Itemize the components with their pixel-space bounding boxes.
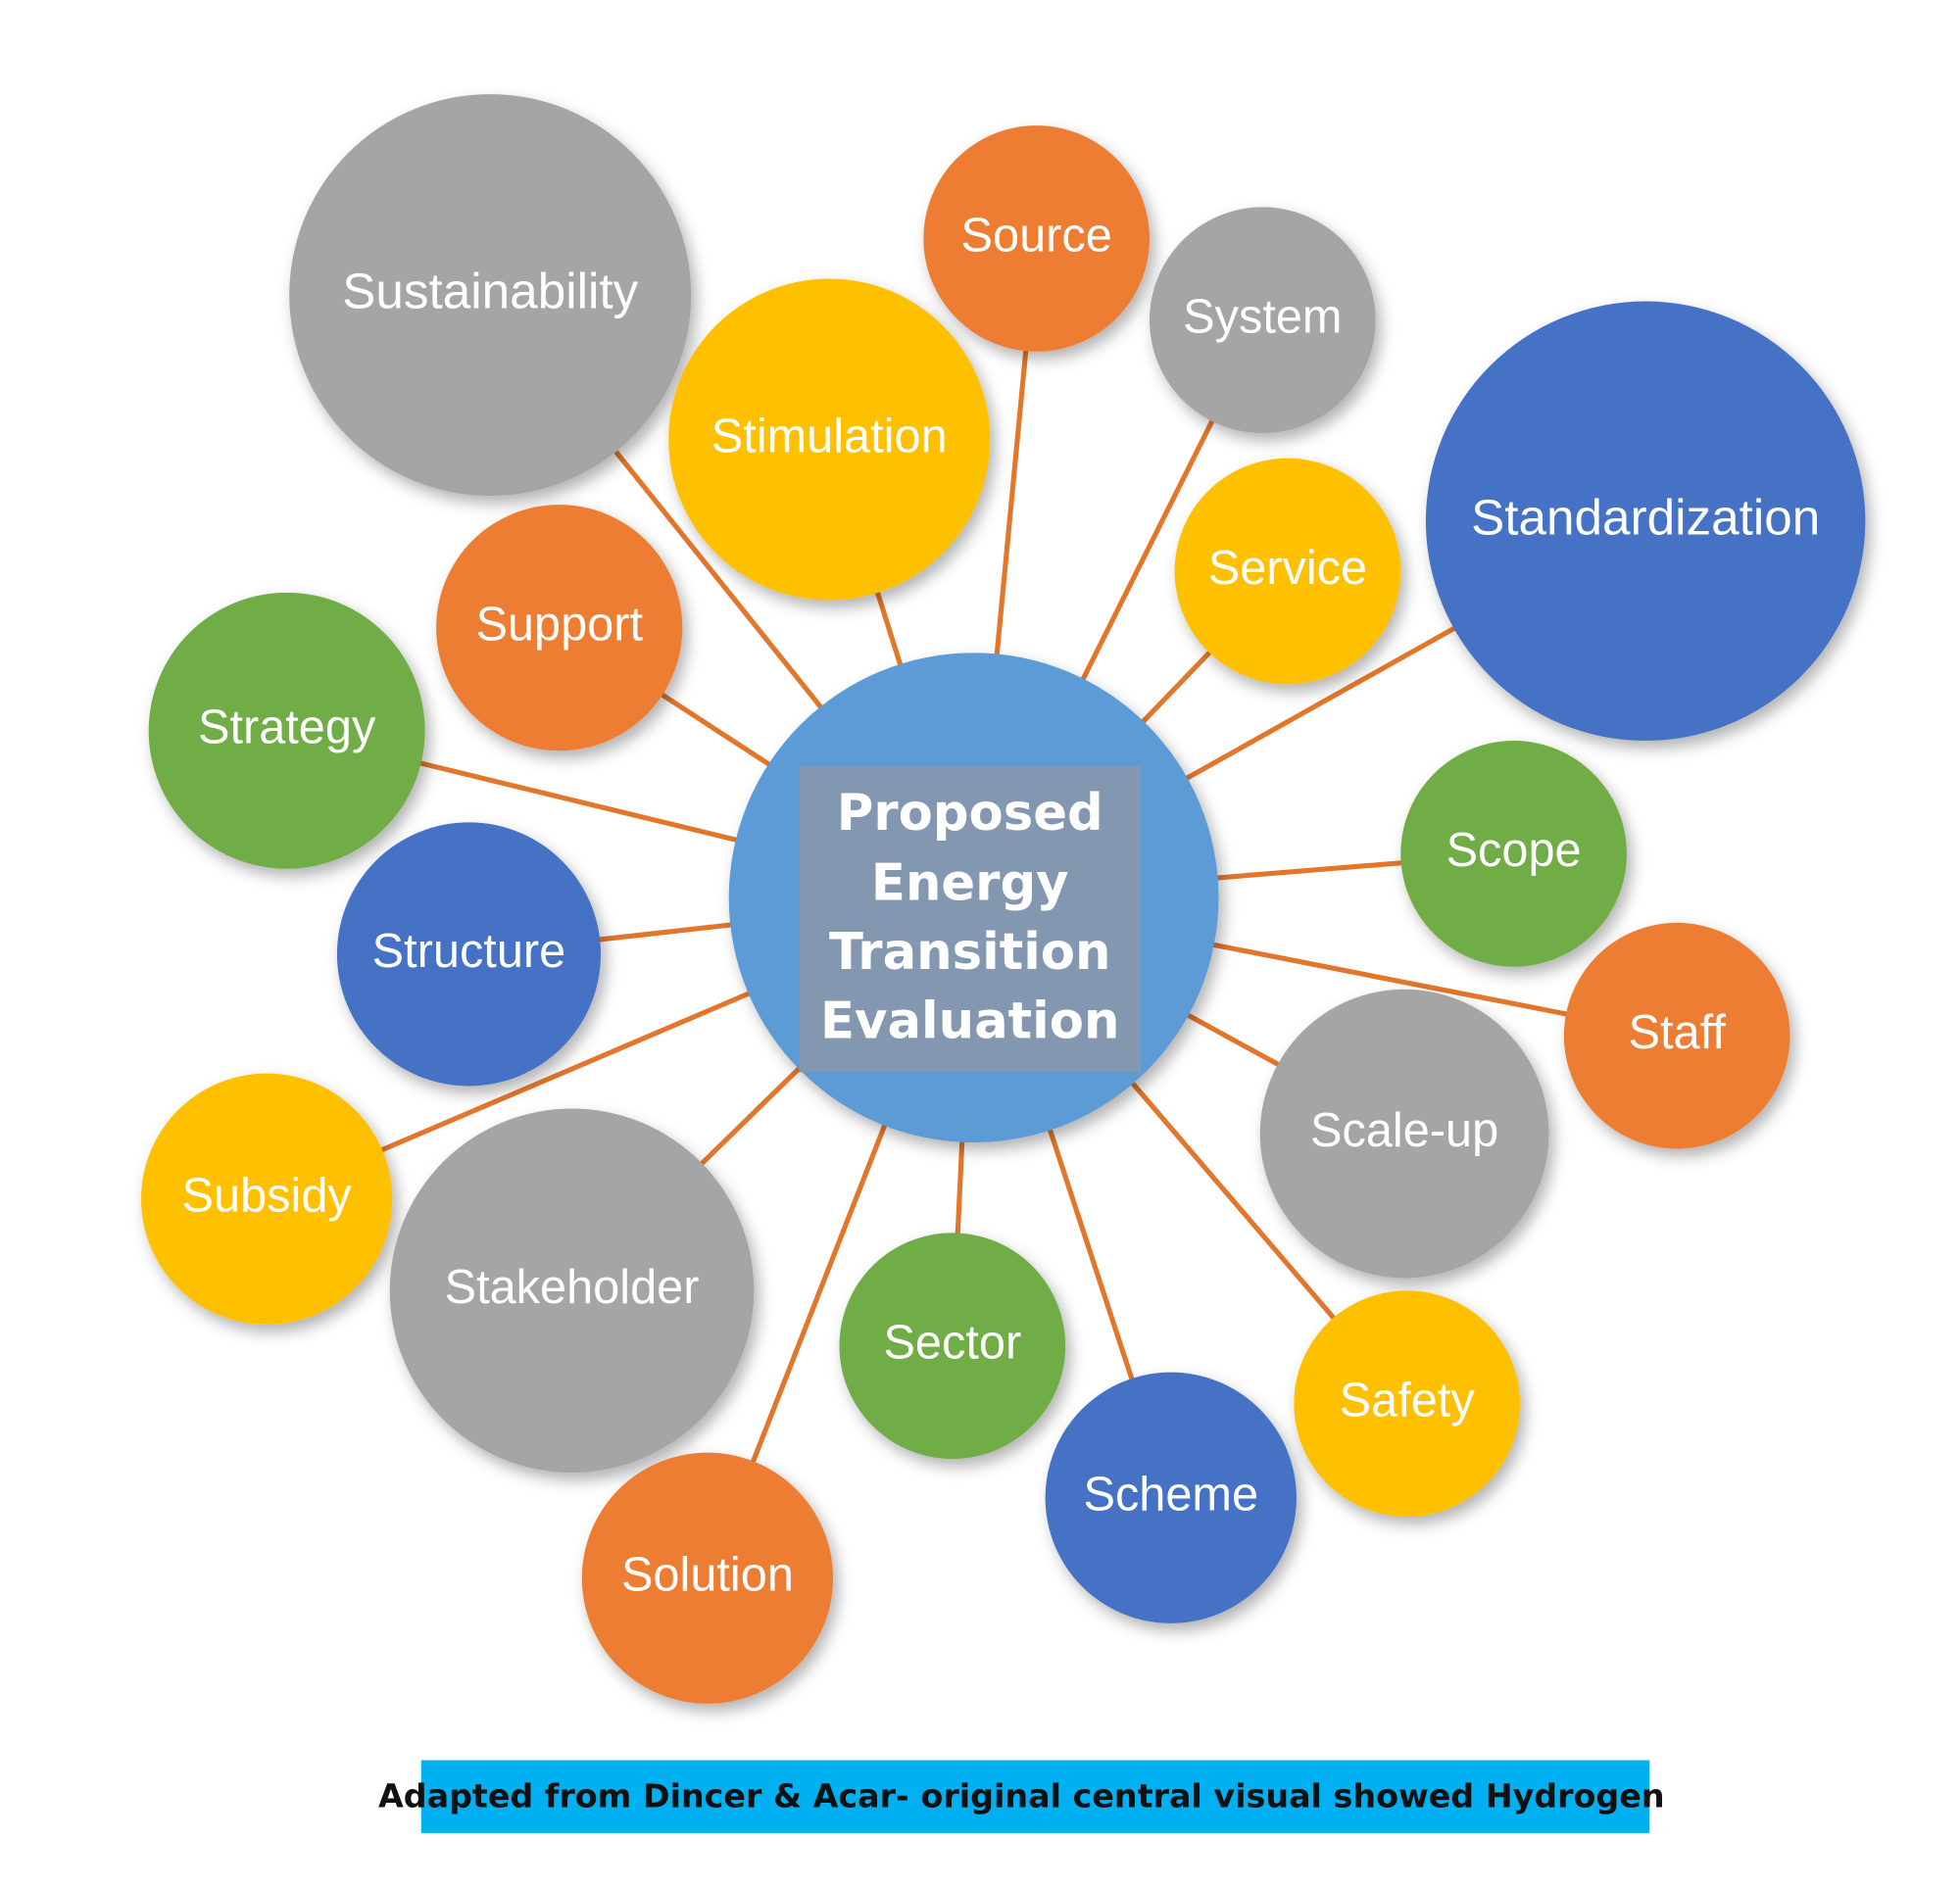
node-label: Service xyxy=(1208,542,1367,595)
center-label-box xyxy=(799,765,1142,1073)
node-label: Safety xyxy=(1340,1375,1476,1427)
node-safety: Safety xyxy=(1294,1290,1521,1517)
center-label-line: Energy xyxy=(871,854,1069,913)
node-circle xyxy=(1294,1290,1521,1517)
node-label: System xyxy=(1183,291,1342,344)
node-label: Support xyxy=(475,599,643,652)
node-system: System xyxy=(1149,207,1376,434)
node-strategy: Strategy xyxy=(148,592,425,869)
node-label: Strategy xyxy=(198,702,376,754)
node-sector: Sector xyxy=(839,1233,1066,1460)
node-staff: Staff xyxy=(1563,922,1790,1149)
node-circle xyxy=(1563,922,1790,1149)
node-label: Sustainability xyxy=(342,264,638,319)
node-scope: Scope xyxy=(1400,741,1627,967)
node-stimulation: Stimulation xyxy=(668,278,991,601)
node-label: Scheme xyxy=(1083,1469,1258,1522)
node-label: Structure xyxy=(372,925,566,978)
node-label: Scale-up xyxy=(1310,1104,1498,1157)
node-circle xyxy=(1174,458,1401,685)
node-label: Scope xyxy=(1446,824,1582,877)
nodes: Sustainability SourceSystemStimulationSta… xyxy=(141,94,1866,1704)
node-circle xyxy=(839,1233,1066,1460)
node-service: Service xyxy=(1174,458,1401,685)
caption-box xyxy=(420,1760,1650,1833)
center-node: Proposed Energy Transition Evaluation xyxy=(728,653,1219,1143)
node-circle xyxy=(289,94,692,497)
node-circle xyxy=(1045,1372,1297,1623)
node-support: Support xyxy=(436,505,683,751)
caption-text: Adapted from Dincer & Acar- original cen… xyxy=(378,1777,1665,1815)
node-circle xyxy=(581,1452,834,1704)
node-label: Staff xyxy=(1629,1006,1727,1059)
node-source: Source xyxy=(923,125,1150,352)
node-circle xyxy=(668,278,991,601)
node-subsidy: Subsidy xyxy=(141,1073,393,1325)
node-circle xyxy=(1259,989,1549,1279)
node-circle xyxy=(1425,301,1866,742)
caption: Adapted from Dincer & Acar- original cen… xyxy=(378,1760,1665,1833)
node-sustainability: Sustainability xyxy=(289,94,692,497)
node-label: Standardization xyxy=(1471,489,1820,545)
node-stakeholder: Stakeholder xyxy=(389,1108,755,1474)
node-circle xyxy=(923,125,1150,352)
node-solution: Solution xyxy=(581,1452,834,1704)
node-label: Stimulation xyxy=(711,410,948,462)
node-standardization: Standardization xyxy=(1425,301,1866,742)
node-circle xyxy=(148,592,425,869)
node-circle xyxy=(141,1073,393,1325)
node-label: Subsidy xyxy=(182,1170,353,1223)
node-label: Solution xyxy=(621,1549,794,1602)
node-scheme: Scheme xyxy=(1045,1372,1297,1623)
node-scale-up: Scale-up xyxy=(1259,989,1549,1279)
node-label: Source xyxy=(961,209,1112,262)
node-circle xyxy=(389,1108,755,1474)
center-label-line: Proposed xyxy=(837,784,1103,843)
center-label-line: Transition xyxy=(829,923,1111,982)
node-label: Sector xyxy=(883,1317,1021,1370)
node-label: Stakeholder xyxy=(445,1261,700,1314)
node-circle xyxy=(436,505,683,751)
node-circle xyxy=(1149,207,1376,434)
node-structure: Structure xyxy=(336,822,602,1087)
center-label-line: Evaluation xyxy=(820,992,1119,1051)
node-circle xyxy=(1400,741,1627,967)
node-circle xyxy=(336,822,602,1087)
